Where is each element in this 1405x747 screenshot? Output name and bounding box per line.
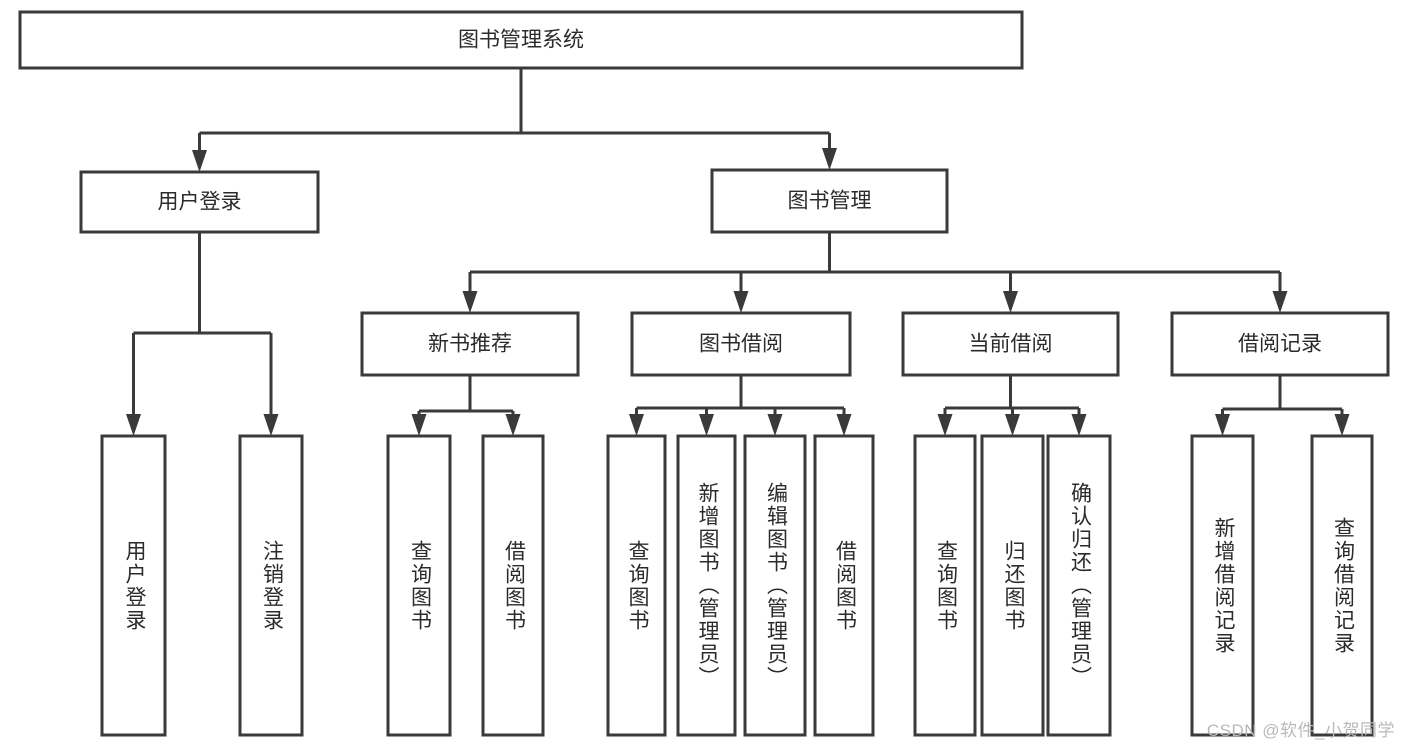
node-box-leaf-query-borrow-record[interactable] [1310, 434, 1374, 737]
node-box-leaf-user-login[interactable] [100, 434, 167, 737]
box-layer [18, 10, 1390, 737]
node-label-borrow-record: 借阅记录 [1238, 333, 1322, 356]
node-label-new-book-recommend: 新书推荐 [428, 333, 512, 356]
watermark: CSDN @软件_小贺同学 [1206, 721, 1395, 740]
node-box-leaf-add-borrow-record[interactable] [1190, 434, 1255, 737]
node-label-current-borrow: 当前借阅 [969, 333, 1053, 356]
node-box-book-borrow[interactable] [630, 311, 852, 377]
node-box-leaf-query-book-1[interactable] [386, 434, 452, 737]
node-box-leaf-logout-login[interactable] [238, 434, 304, 737]
connector-layer [126, 68, 1350, 436]
node-box-leaf-confirm-return[interactable] [1046, 434, 1112, 737]
node-box-borrow-record[interactable] [1170, 311, 1390, 377]
node-box-leaf-query-book-3[interactable] [913, 434, 977, 737]
node-box-leaf-query-book-2[interactable] [606, 434, 667, 737]
node-box-new-book-recommend[interactable] [360, 311, 580, 377]
node-label-root: 图书管理系统 [458, 29, 584, 52]
node-box-leaf-borrow-book-1[interactable] [481, 434, 545, 737]
node-box-root[interactable] [18, 10, 1024, 70]
node-box-leaf-add-book-admin[interactable] [676, 434, 737, 737]
node-label-book-borrow: 图书借阅 [699, 333, 783, 356]
node-box-user-login[interactable] [79, 170, 320, 234]
node-box-current-borrow[interactable] [901, 311, 1120, 377]
node-box-book-management[interactable] [710, 168, 949, 234]
node-box-leaf-borrow-book-2[interactable] [813, 434, 875, 737]
node-label-book-management: 图书管理 [788, 190, 872, 213]
node-label-user-login: 用户登录 [158, 191, 242, 214]
node-box-leaf-return-book[interactable] [980, 434, 1045, 737]
node-box-leaf-edit-book-admin[interactable] [743, 434, 807, 737]
